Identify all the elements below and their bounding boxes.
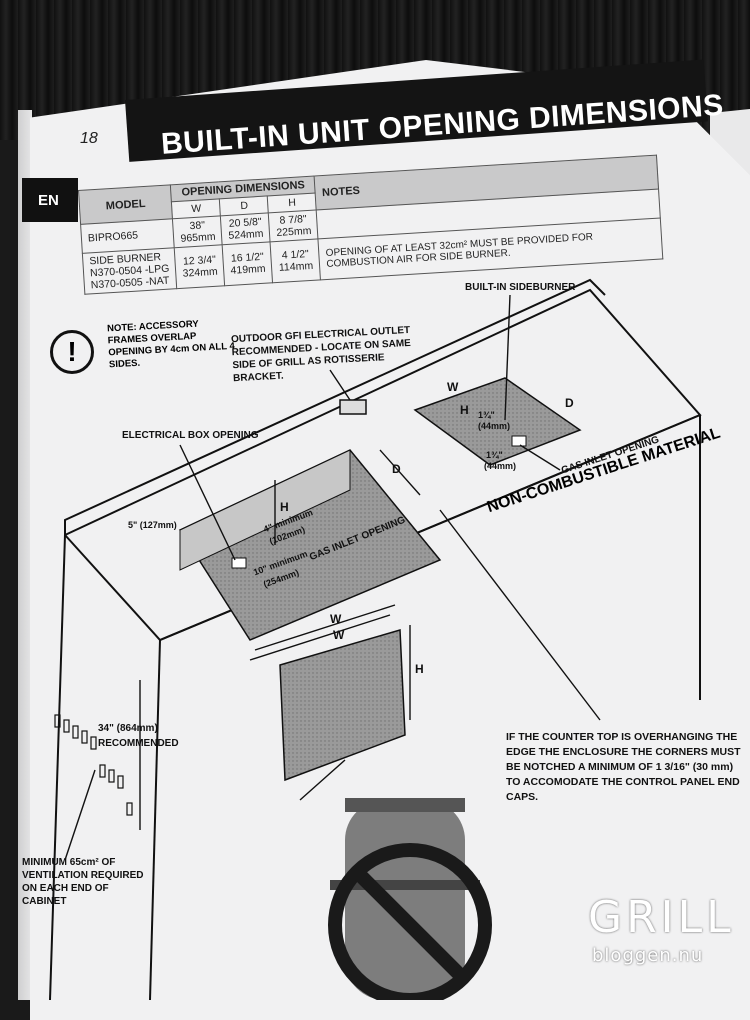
leader-elec-box — [179, 444, 236, 561]
grill-opening-back-wall — [179, 449, 351, 571]
page-edge — [18, 110, 32, 1000]
backsplash — [64, 278, 606, 535]
leader-gfi — [329, 369, 351, 401]
side-gas-inlet — [511, 435, 527, 447]
leader-sideburner — [504, 294, 511, 421]
left-end-edge — [49, 534, 66, 1000]
front-face — [149, 639, 161, 1000]
side-1-75-b-mm-label: (44mm) — [484, 461, 517, 471]
vent-slots — [54, 714, 133, 816]
grill-d-letter: D — [392, 462, 401, 476]
side-1-75-a-label: 1¾" — [478, 410, 495, 420]
dim-line-w-bottom — [254, 604, 396, 651]
built-in-sideburner-label: BUILT-IN SIDEBURNER — [465, 282, 576, 293]
leader-ventilation — [64, 769, 96, 861]
sideburner-d-letter: D — [565, 396, 574, 410]
electrical-box-opening-label: ELECTRICAL BOX OPENING — [122, 430, 259, 441]
door-w-letter: W — [333, 628, 345, 642]
watermark-domain: bloggen.nu — [592, 945, 704, 966]
sideburner-h-letter: H — [460, 403, 469, 417]
watermark-brand: GRILL — [588, 892, 735, 943]
side-1-75-b-label: 1¾" — [486, 450, 503, 460]
recommended-label: RECOMMENDED — [98, 738, 179, 749]
sideburner-opening — [413, 377, 582, 466]
side-1-75-a-mm-label: (44mm) — [478, 421, 511, 431]
ventilation-note: MINIMUM 65cm² OF VENTILATION REQUIRED ON… — [22, 857, 144, 907]
access-door-opening — [279, 629, 406, 782]
overhang-5in-label: 5" (127mm) — [128, 520, 177, 530]
arrow-door — [299, 759, 346, 801]
language-tab: EN — [22, 178, 78, 222]
dim-line-w-top — [249, 614, 391, 661]
exclamation-circle-icon: ! — [50, 330, 94, 374]
electrical-box — [231, 557, 247, 569]
grill-w-letter: W — [330, 612, 342, 626]
gfi-outlet-box — [339, 399, 367, 415]
overhang-note: IF THE COUNTER TOP IS OVERHANGING THE ED… — [506, 731, 741, 803]
sideburner-w-letter: W — [447, 380, 459, 394]
leader-side-gas — [519, 444, 561, 471]
height-34-label: 34" (864mm) — [98, 723, 158, 734]
leader-overhang — [439, 509, 601, 721]
door-h-letter: H — [415, 662, 424, 676]
dim-line-d-grill — [379, 449, 421, 496]
no-propane-tank-icon — [328, 798, 492, 1000]
gfi-outlet-label: OUTDOOR GFI ELECTRICAL OUTLET RECOMMENDE… — [230, 324, 412, 385]
grill-h-letter: H — [280, 500, 289, 514]
page-number: 18 — [80, 130, 98, 147]
